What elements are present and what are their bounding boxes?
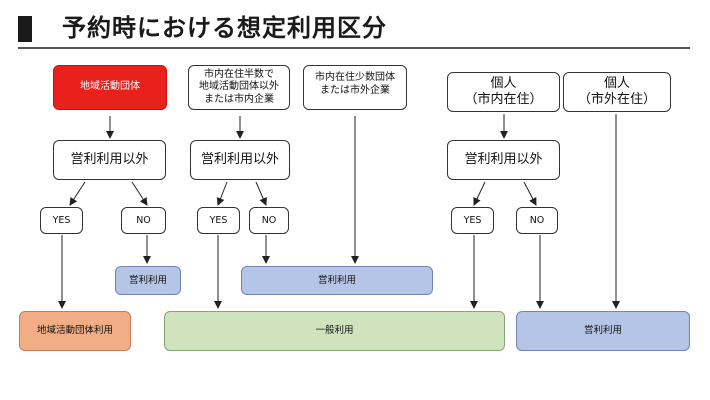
- node-group-half-line3: または市内企業: [204, 93, 274, 105]
- node-result-general-label: 一般利用: [315, 325, 354, 337]
- node-yes-1: YES: [40, 207, 83, 234]
- node-group-few-line2: または市外企業: [320, 84, 390, 96]
- node-result-org: 地域活動団体利用: [19, 311, 131, 351]
- node-group-org: 地域活動団体: [53, 65, 167, 110]
- node-individual-nonresident-line2: （市外在住）: [577, 92, 656, 107]
- node-individual-resident: 個人 （市内在住）: [447, 72, 560, 112]
- node-no-1-label: NO: [136, 214, 151, 226]
- title-divider: [18, 47, 690, 49]
- node-commercial-2: 営利利用: [241, 266, 433, 295]
- arrow-q3-to-no3: [523, 181, 537, 206]
- node-commercial-1: 営利利用: [115, 266, 181, 295]
- arrow-q2-to-no2: [255, 181, 267, 206]
- arrow-q2-to-yes2: [216, 181, 228, 206]
- node-yes-3: YES: [451, 207, 494, 234]
- arrow-q1-to-no1: [131, 181, 148, 206]
- node-individual-resident-line1: 個人: [490, 75, 517, 91]
- node-group-half: 市内在住半数で 地域活動団体以外 または市内企業: [188, 65, 290, 110]
- node-question-2: 営利利用以外: [190, 140, 290, 180]
- node-group-half-line1: 市内在住半数で: [204, 68, 274, 80]
- node-result-commercial-label: 営利利用: [583, 325, 622, 337]
- node-yes-2: YES: [197, 207, 240, 234]
- node-no-3: NO: [516, 207, 558, 234]
- node-no-3-label: NO: [529, 214, 545, 226]
- node-question-1-label: 営利利用以外: [70, 151, 149, 167]
- node-group-few: 市内在住少数団体 または市外企業: [303, 65, 407, 110]
- node-yes-3-label: YES: [463, 214, 482, 226]
- arrow-q3-to-yes3: [473, 181, 486, 206]
- node-individual-nonresident-line1: 個人: [603, 75, 630, 91]
- node-question-3: 営利利用以外: [447, 140, 560, 180]
- title-accent-bar: [18, 16, 32, 42]
- node-result-commercial: 営利利用: [516, 311, 690, 351]
- node-question-3-label: 営利利用以外: [464, 151, 543, 167]
- node-question-2-label: 営利利用以外: [200, 151, 279, 167]
- node-no-2-label: NO: [261, 214, 277, 226]
- node-no-2: NO: [249, 207, 289, 234]
- page-title: 予約時における想定利用区分: [62, 14, 387, 42]
- arrow-q1-to-yes1: [69, 181, 86, 206]
- node-individual-nonresident: 個人 （市外在住）: [563, 72, 671, 112]
- node-result-org-label: 地域活動団体利用: [36, 325, 113, 337]
- node-group-org-label: 地域活動団体: [80, 81, 140, 93]
- node-yes-2-label: YES: [209, 214, 228, 226]
- node-commercial-1-label: 営利利用: [128, 274, 167, 286]
- node-commercial-2-label: 営利利用: [317, 274, 356, 286]
- node-no-1: NO: [121, 207, 166, 234]
- node-question-1: 営利利用以外: [53, 140, 166, 180]
- node-group-half-line2: 地域活動団体以外: [199, 81, 279, 93]
- node-yes-1-label: YES: [52, 214, 71, 226]
- node-group-few-line1: 市内在住少数団体: [315, 72, 395, 83]
- node-result-general: 一般利用: [164, 311, 505, 351]
- node-individual-resident-line2: （市内在住）: [464, 92, 543, 107]
